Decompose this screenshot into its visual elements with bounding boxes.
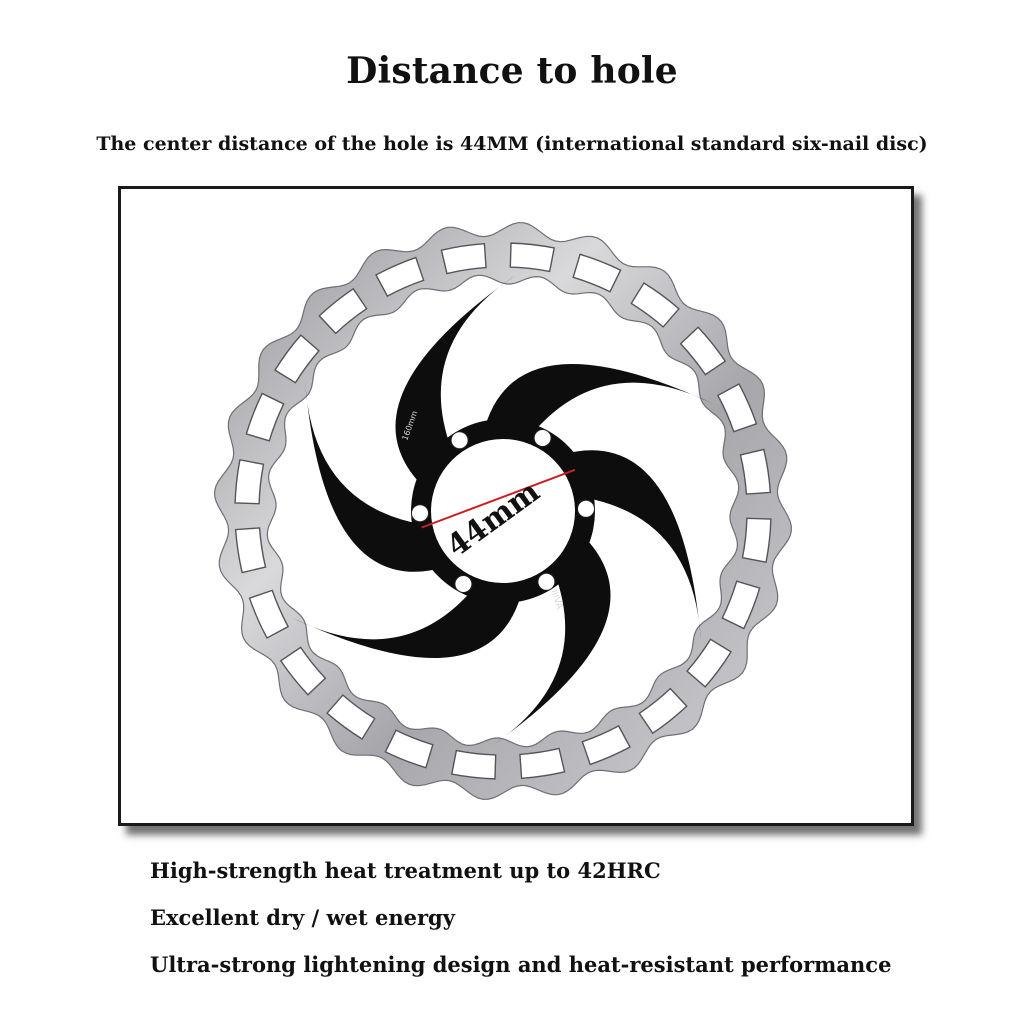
rim-slot xyxy=(234,458,265,505)
rotor-bolt-holes xyxy=(411,429,595,593)
hub-center-hole xyxy=(431,439,575,583)
rim-slot xyxy=(274,334,320,384)
page-title: Distance to hole xyxy=(346,50,678,92)
spider-arm xyxy=(560,450,701,640)
bolt-hole xyxy=(537,572,556,591)
rim-slot xyxy=(716,383,758,433)
rotor-braking-ring xyxy=(214,222,792,800)
rim-slot xyxy=(741,517,772,564)
rim-slot xyxy=(384,729,434,769)
rim-slot xyxy=(245,392,285,442)
rim-slot xyxy=(279,646,327,696)
feature-list: High-strength heat treatment up to 42HRC… xyxy=(150,856,891,997)
rim-slot xyxy=(519,747,566,780)
brake-rotor-image: 160mm IIIVA 44mm xyxy=(214,222,792,800)
rim-slot xyxy=(679,326,727,376)
feature-item: Excellent dry / wet energy xyxy=(150,905,455,930)
rim-slot xyxy=(630,282,680,328)
spider-arm xyxy=(490,532,611,747)
rim-slot xyxy=(375,256,425,298)
rotor-spider xyxy=(292,275,714,747)
measurement-line xyxy=(421,468,576,529)
rim-slot xyxy=(686,638,732,688)
spider-arm xyxy=(292,586,523,659)
rim-slot xyxy=(248,589,290,639)
bolt-hole xyxy=(450,431,469,450)
spider-arm xyxy=(483,363,714,436)
rim-slot xyxy=(739,448,772,495)
rim-slot xyxy=(234,527,267,574)
spider-arm xyxy=(395,275,516,490)
page-subtitle: The center distance of the hole is 44MM … xyxy=(96,133,928,155)
bolt-hole xyxy=(454,575,473,593)
rotor-photo-frame: 160mm IIIVA 44mm xyxy=(118,186,914,826)
rim-slot xyxy=(581,724,631,766)
rim-slot xyxy=(509,242,556,273)
bolt-hole xyxy=(411,504,429,523)
rim-slot xyxy=(572,253,622,293)
rim-slot xyxy=(440,242,487,275)
feature-item: Ultra-strong lightening design and heat-… xyxy=(150,952,892,977)
rim-slot xyxy=(450,749,497,780)
bolt-hole xyxy=(533,429,552,447)
rim-slot xyxy=(318,287,368,335)
rim-slot xyxy=(326,694,376,740)
bolt-hole xyxy=(577,499,595,518)
rim-slot xyxy=(721,580,761,630)
rim-band xyxy=(214,222,792,800)
feature-item: High-strength heat treatment up to 42HRC xyxy=(150,858,661,883)
spider-arm xyxy=(305,382,446,572)
rim-slot xyxy=(638,687,688,735)
